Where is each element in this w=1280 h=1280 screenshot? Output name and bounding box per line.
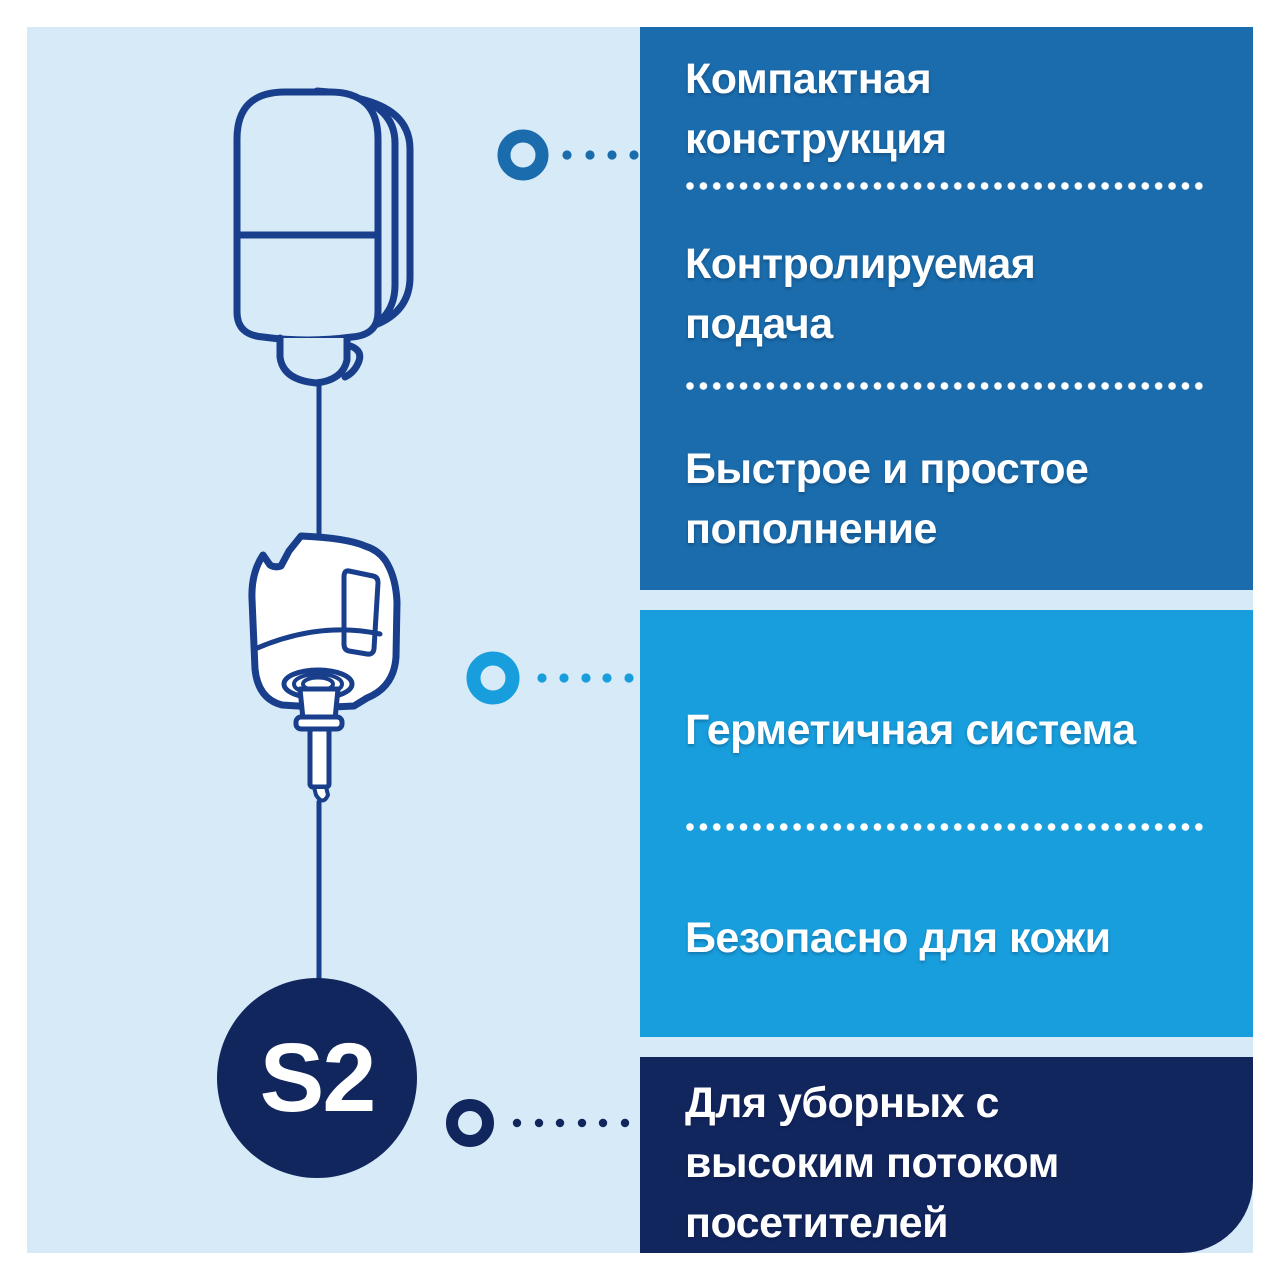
content-canvas: S2 Компактная конструкция Контролируемая… [27,27,1253,1253]
feature-skin-safe: Безопасно для кожи [685,914,1111,962]
feature-sealed-system: Герметичная система [685,706,1136,754]
panel-middle-features: Герметичная система Безопасно для кожи [640,610,1253,1037]
connector-ring-top [497,129,639,181]
refill-bottle-icon [248,532,401,803]
connector-ring-bottom [446,1099,630,1147]
dotted-separator [685,181,1208,191]
s2-badge-label: S2 [259,1023,377,1132]
s2-badge-circle [217,978,417,1178]
feature-controlled-dispensing: Контролируемая подача [685,240,1036,348]
connector-ring-middle [466,651,634,705]
product-line-art [217,87,639,1178]
dotted-separator [685,822,1208,832]
dotted-separator [685,381,1208,391]
feature-easy-refill: Быстрое и простое пополнение [685,445,1089,553]
dispenser-icon [233,87,414,387]
panel-top-features: Компактная конструкция Контролируемая по… [640,27,1253,590]
panel-bottom-features: Для уборных с высоким потоком посетителе… [640,1057,1253,1253]
feature-compact-design: Компактная конструкция [685,55,947,163]
feature-high-traffic-washrooms: Для уборных с высоким потоком посетителе… [685,1079,1059,1247]
